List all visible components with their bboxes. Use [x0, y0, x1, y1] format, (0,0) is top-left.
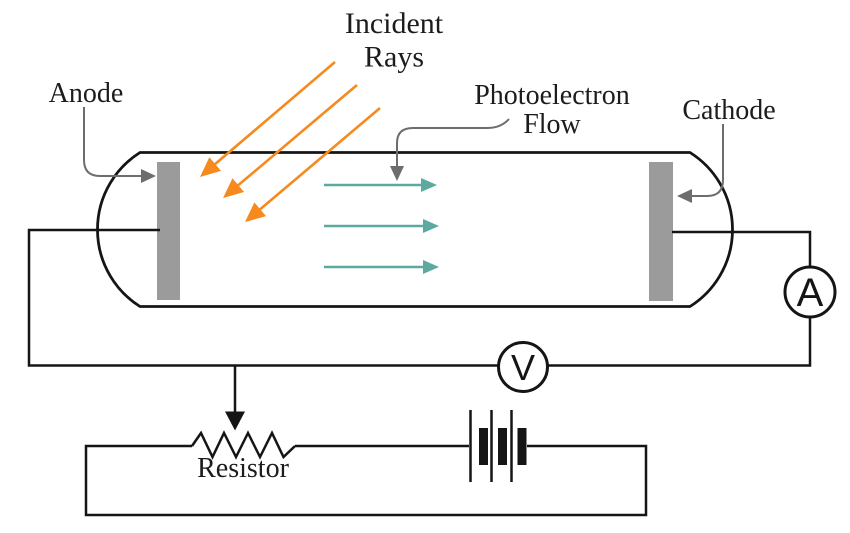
resistor-tap-arrow	[225, 365, 245, 431]
vacuum-tube-envelope	[96, 151, 734, 308]
incident-ray-arrow	[244, 107, 381, 223]
voltmeter-circle	[497, 341, 549, 393]
cathode-label: Cathode	[682, 95, 775, 126]
tap-arrowhead	[225, 411, 245, 431]
battery-loop-wire	[84, 444, 648, 517]
cathode-leader-arrow	[677, 124, 724, 203]
anode-plate	[157, 162, 180, 300]
photoelectron-leader-arrow	[390, 118, 510, 181]
anode-label: Anode	[49, 78, 124, 109]
cathode-plate	[649, 162, 673, 301]
photoelectron-flow-label-line2: Flow	[523, 109, 581, 140]
battery-symbol	[469, 410, 527, 482]
photoelectron-flow-label-line1: Photoelectron	[474, 80, 630, 111]
incident-ray-arrow	[199, 61, 336, 177]
ammeter: A	[783, 265, 837, 319]
voltmeter-to-ammeter-wire	[547, 317, 812, 367]
resistor-label: Resistor	[197, 453, 289, 484]
anode-leader-arrow	[83, 107, 156, 183]
voltmeter: V	[497, 341, 549, 393]
photoelectron-arrows	[324, 178, 439, 274]
ammeter-circle	[783, 265, 837, 319]
ammeter-to-cathode-wire	[672, 230, 812, 267]
resistor-zigzag	[190, 430, 296, 460]
voltmeter-letter: V	[511, 347, 535, 388]
incident-ray-arrow	[223, 84, 358, 199]
incident-rays	[199, 61, 381, 223]
anode-to-voltmeter-wire	[27, 228, 498, 367]
ammeter-letter: A	[797, 271, 824, 315]
incident-rays-label-line2: Rays	[364, 41, 424, 74]
incident-rays-label-line1: Incident	[345, 7, 444, 40]
